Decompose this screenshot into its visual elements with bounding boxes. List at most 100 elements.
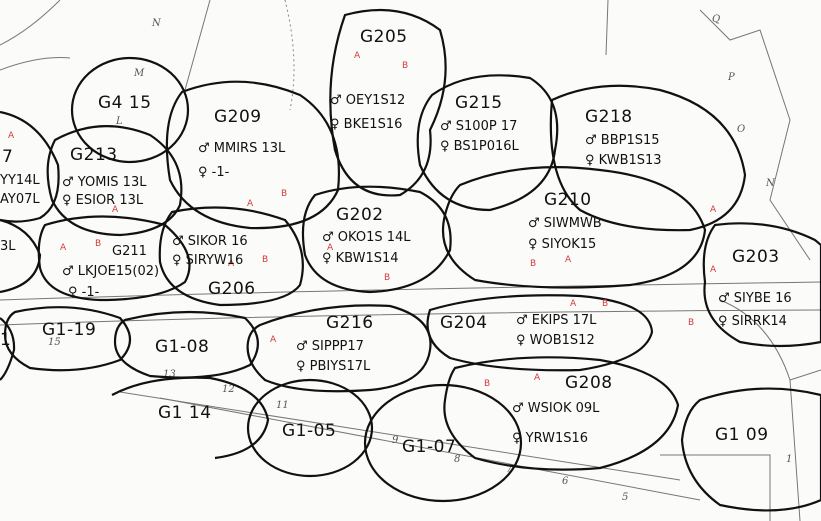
territory-outline-g211 — [37, 215, 191, 302]
male-code: ♂ WSIOK 09L — [512, 401, 600, 416]
male-code: ♂ MMIRS 13L — [198, 141, 286, 156]
territory-labels: G4 15 G209 ♂ MMIRS 13L ♀ -1- G205 G215 ♂… — [42, 27, 792, 457]
territory-id: G204 — [440, 313, 488, 333]
grid-number: 1 — [786, 454, 792, 465]
male-code: ♂ SIWMWB — [528, 216, 602, 231]
partial-label: AY07L — [0, 192, 40, 207]
female-code: ♀ SIRRK14 — [718, 314, 787, 329]
grid-number: 13 — [163, 369, 176, 380]
grid-number: 8 — [454, 454, 460, 465]
grid-number: 5 — [622, 492, 628, 503]
territory-id: G208 — [565, 373, 613, 393]
grid-letter: Q — [712, 14, 720, 25]
partial-label: YY14L — [0, 173, 40, 188]
nest-mark-a: A — [8, 131, 15, 141]
territory-id: G1-07 — [402, 437, 456, 457]
partial-label: 1 — [0, 330, 11, 350]
territory-id: G1 14 — [158, 403, 212, 423]
male-code: ♂ SIKOR 16 — [172, 234, 248, 249]
territory-outline-g107 — [363, 383, 523, 503]
nest-mark-a: A — [354, 51, 361, 61]
territory-outline-g205 — [329, 8, 447, 197]
territory-outline-left-low — [0, 218, 42, 294]
partial-label: 7 — [2, 147, 13, 167]
territory-id: G210 — [544, 190, 592, 210]
territory-outline-g109 — [680, 387, 821, 512]
nest-mark-b: B — [530, 259, 536, 269]
territory-outline-g203 — [702, 222, 821, 348]
grid-number: 6 — [562, 476, 569, 487]
territory-id: G218 — [585, 107, 633, 127]
grid-number: 12 — [222, 384, 235, 395]
territory-id: G205 — [360, 27, 408, 47]
grid-letter: O — [737, 124, 745, 135]
female-code: ♀ SIYOK15 — [528, 237, 596, 252]
nest-mark-b: B — [262, 255, 268, 265]
nest-mark-b: B — [384, 273, 390, 283]
male-code: ♂ S100P 17 — [440, 119, 517, 134]
territory-outline-g216 — [246, 304, 432, 393]
territory-outline-g202 — [301, 185, 452, 294]
female-code: ♀ PBIYS17L — [296, 359, 371, 374]
nest-mark-a: A — [710, 265, 717, 275]
nest-mark-a: A — [534, 373, 541, 383]
grid-letter: M — [133, 68, 145, 79]
territory-id: G209 — [214, 107, 262, 127]
nest-mark-a: A — [112, 205, 119, 215]
nest-mark-a: A — [228, 259, 235, 269]
territory-id: G215 — [455, 93, 503, 113]
territory-outline-g213 — [46, 125, 183, 237]
territory-id: G1-19 — [42, 320, 96, 340]
nest-mark-b: B — [281, 189, 287, 199]
territory-outline-g210 — [441, 166, 707, 289]
territory-outline-g206 — [158, 206, 304, 307]
nest-marks: A B A B A B A A B A B B A A A B A B A B … — [8, 51, 717, 389]
partial-label: 3L — [0, 239, 16, 254]
female-code: ♀ BS1P016L — [440, 139, 520, 154]
nest-mark-a: A — [247, 199, 254, 209]
territory-outlines — [0, 8, 821, 512]
territory-outline-g215 — [416, 74, 559, 212]
territory-outline-left — [0, 110, 60, 223]
nest-mark-b: B — [602, 299, 608, 309]
female-code: ♀ SIRYW16 — [172, 253, 243, 268]
male-code: ♂ SIPPP17 — [296, 339, 364, 354]
male-code: ♂ OKO1S 14L — [322, 230, 411, 245]
territory-outline-g108 — [113, 310, 259, 379]
nest-mark-b: B — [484, 379, 490, 389]
female-code: ♀ -1- — [68, 285, 100, 300]
grid-letter: L — [115, 116, 123, 127]
territory-id: G202 — [336, 205, 384, 225]
territory-outline-g119 — [3, 306, 132, 372]
nest-mark-a: A — [327, 243, 334, 253]
territory-id: G203 — [732, 247, 780, 267]
territory-id: G1-08 — [155, 337, 209, 357]
partial-labels: 7 YY14L AY07L 3L 1 — [0, 147, 40, 350]
nest-mark-a: A — [710, 205, 717, 215]
grid-number: 9 — [392, 435, 399, 446]
nest-mark-a: A — [570, 299, 577, 309]
territory-outline-g204 — [426, 294, 654, 372]
territory-id: G211 — [112, 244, 147, 259]
territory-outline-g218 — [549, 84, 747, 232]
territory-id: G1 09 — [715, 425, 769, 445]
male-code: ♂ BBP1S15 — [585, 133, 660, 148]
territory-outline-g114 — [111, 376, 270, 460]
territory-outline-g105 — [246, 378, 374, 478]
female-code: ♀ ESIOR 13L — [62, 193, 144, 208]
male-code: ♂ EKIPS 17L — [516, 313, 597, 328]
nest-mark-a: A — [270, 335, 277, 345]
female-code: ♀ BKE1S16 — [330, 117, 402, 132]
nest-mark-b: B — [688, 318, 694, 328]
territory-id: G213 — [70, 145, 118, 165]
grid-letter: P — [727, 72, 735, 83]
territory-id: G206 — [208, 279, 256, 299]
grid-number: 7 — [506, 464, 513, 475]
nest-mark-b: B — [95, 239, 101, 249]
territory-id: G4 15 — [98, 93, 152, 113]
female-code: ♀ WOB1S12 — [516, 333, 595, 348]
nest-mark-a: A — [565, 255, 572, 265]
territory-outline-left-bottom — [0, 317, 16, 381]
territory-id: G1-05 — [282, 421, 336, 441]
